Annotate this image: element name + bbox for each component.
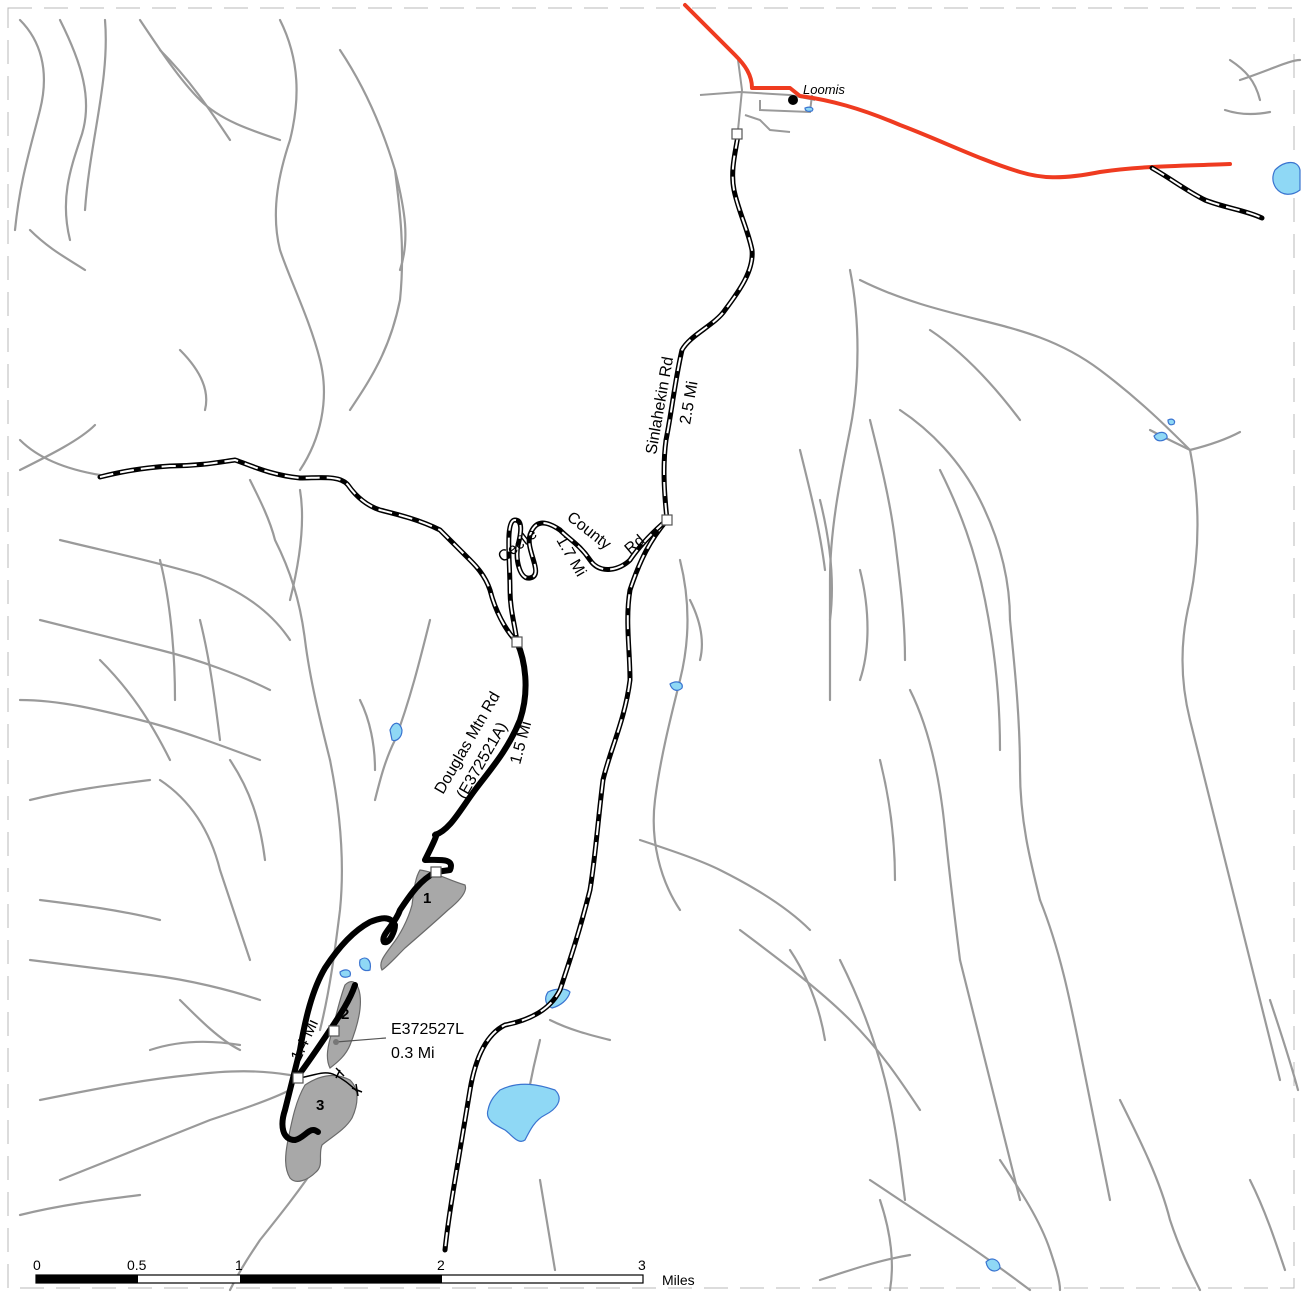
scale-bar: 0 0.5 1 2 3 Miles [33,1257,695,1288]
pond [359,957,371,972]
scale-tick-label: 0 [33,1257,41,1273]
junction-node [292,1072,304,1084]
scale-bar-segment [36,1275,138,1283]
pond [669,681,683,691]
trails [299,1067,363,1097]
scale-bar-segment [240,1275,442,1283]
pond [985,1258,1001,1272]
unit-1 [380,869,467,971]
pond [339,969,351,978]
pond [389,722,403,742]
spur2-leader-line [335,1037,387,1043]
highway-route [683,3,1232,180]
junction-node [328,1025,340,1037]
scale-tick-label: 0.5 [127,1257,147,1273]
pond [804,106,814,112]
junction-node [731,128,743,140]
pond [1272,161,1301,195]
junction-node [661,514,673,526]
pond [1153,431,1168,442]
unit-1-label: 1 [423,890,431,907]
units-layer [285,869,467,1182]
sinlahekin-distance-label: 2.5 Mi [677,380,701,426]
streams-layer [13,18,1302,1292]
scale-units-label: Miles [662,1272,695,1288]
scale-tick-label: 3 [638,1257,646,1273]
junction-node [430,866,442,878]
douglas-distance-label: 1.5 Mi [507,720,535,766]
lake [486,1083,560,1142]
town-label: Loomis [803,82,845,97]
unit-3-label: 3 [316,1097,324,1114]
spur2-point [333,1039,339,1045]
scale-tick-label: 1 [235,1257,243,1273]
secondary-roads [97,132,1265,1253]
water-layer [339,106,1301,1272]
pond [1167,418,1176,426]
junction-node [511,636,523,648]
cecile-distance-label: 1.7 Mi [553,534,590,580]
unit-3 [285,1074,358,1182]
spur-distance-label: 1.4 Mi [288,1017,322,1064]
spur2-distance-label: 0.3 Mi [391,1045,435,1062]
town-marker [788,95,798,105]
scale-tick-label: 2 [437,1257,445,1273]
junction-nodes [292,128,743,1084]
spur2-code-label: E372527L [391,1021,464,1038]
map-frame [7,7,1295,1289]
unit-2-label: 2 [341,1006,349,1023]
